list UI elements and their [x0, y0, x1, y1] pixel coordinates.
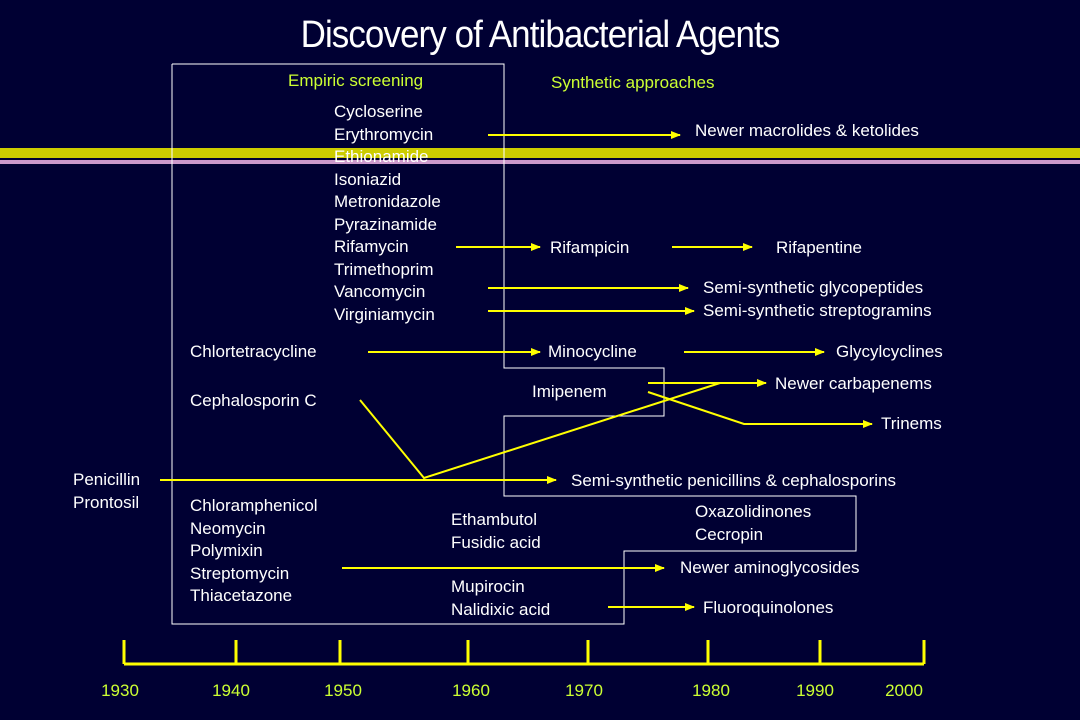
synthetic-approaches-header: Synthetic approaches: [551, 73, 715, 92]
list-item: Trimethoprim: [334, 259, 434, 279]
timeline-label: 1960: [452, 681, 490, 700]
list-item: Cecropin: [695, 524, 764, 544]
fluoroquinolones-label: Fluoroquinolones: [703, 598, 834, 617]
list-item: Erythromycin: [334, 124, 434, 144]
timeline-label: 2000: [885, 681, 923, 700]
timeline-axis: [122, 640, 926, 666]
imipenem-label: Imipenem: [532, 382, 607, 401]
arrow-trinems: [647, 391, 873, 428]
empiric-region-outline: [171, 63, 857, 625]
newer-macrolides-label: Newer macrolides & ketolides: [695, 121, 919, 140]
pink-band: [0, 160, 1080, 164]
list-item: Chloramphenicol: [190, 496, 318, 515]
timeline-label: 1950: [324, 681, 362, 700]
group-1930s: Penicillin Prontosil: [73, 469, 140, 514]
list-item: Vancomycin: [334, 282, 426, 301]
list-item: Penicillin: [73, 470, 141, 489]
list-item: Mupirocin: [451, 577, 525, 596]
list-item: Ethambutol: [451, 510, 537, 529]
glycylcyclines-label: Glycylcyclines: [836, 342, 943, 361]
group-1980s: Oxazolidinones Cecropin: [695, 501, 811, 546]
glycopeptides-label: Semi-synthetic glycopeptides: [703, 278, 924, 297]
list-item: Virginiamycin: [334, 304, 435, 324]
list-item: Thiacetazone: [190, 586, 293, 605]
timeline-label: 1990: [796, 681, 834, 700]
list-item: Pyrazinamide: [334, 214, 437, 234]
chlortetracycline-label: Chlortetracycline: [190, 342, 317, 361]
list-item: Rifamycin: [334, 237, 409, 256]
trinems-label: Trinems: [881, 414, 942, 433]
streptogramins-label: Semi-synthetic streptogramins: [703, 301, 932, 320]
list-item: Fusidic acid: [451, 532, 541, 552]
semi-synthetic-penicillins-label: Semi-synthetic penicillins & cephalospor…: [571, 471, 897, 490]
newer-aminoglycosides-label: Newer aminoglycosides: [680, 558, 860, 577]
list-item: Nalidixic acid: [451, 599, 551, 619]
group-1940s: Chloramphenicol Neomycin Polymixin Strep…: [190, 495, 318, 608]
list-item: Isoniazid: [334, 169, 402, 189]
cephalosporin-c-label: Cephalosporin C: [190, 391, 317, 410]
page-title: Discovery of Antibacterial Agents: [300, 14, 781, 56]
group-1960s-a: Ethambutol Fusidic acid: [451, 509, 541, 554]
minocycline-label: Minocycline: [548, 342, 637, 361]
list-item: Ethionamide: [334, 147, 429, 166]
timeline-label: 1930: [101, 681, 139, 700]
list-item: Metronidazole: [334, 192, 441, 211]
timeline-label: 1940: [212, 681, 250, 700]
list-item: Oxazolidinones: [695, 502, 812, 521]
timeline-label: 1970: [565, 681, 603, 700]
newer-carbapenems-label: Newer carbapenems: [775, 374, 932, 393]
list-item: Streptomycin: [190, 563, 290, 583]
empiric-screening-header: Empiric screening: [288, 71, 424, 90]
group-1960s-b: Mupirocin Nalidixic acid: [451, 576, 550, 621]
yellow-band: [0, 148, 1080, 158]
list-item: Neomycin: [190, 518, 266, 538]
list-item: Prontosil: [73, 492, 140, 512]
arrow-cephalosporin-c: [359, 382, 721, 480]
group-1950s: Cycloserine Erythromycin Ethionamide Iso…: [334, 101, 441, 326]
rifampicin-label: Rifampicin: [550, 238, 630, 257]
timeline-label: 1980: [692, 681, 730, 700]
list-item: Polymixin: [190, 541, 263, 560]
list-item: Cycloserine: [334, 102, 423, 121]
rifapentine-label: Rifapentine: [776, 238, 863, 257]
